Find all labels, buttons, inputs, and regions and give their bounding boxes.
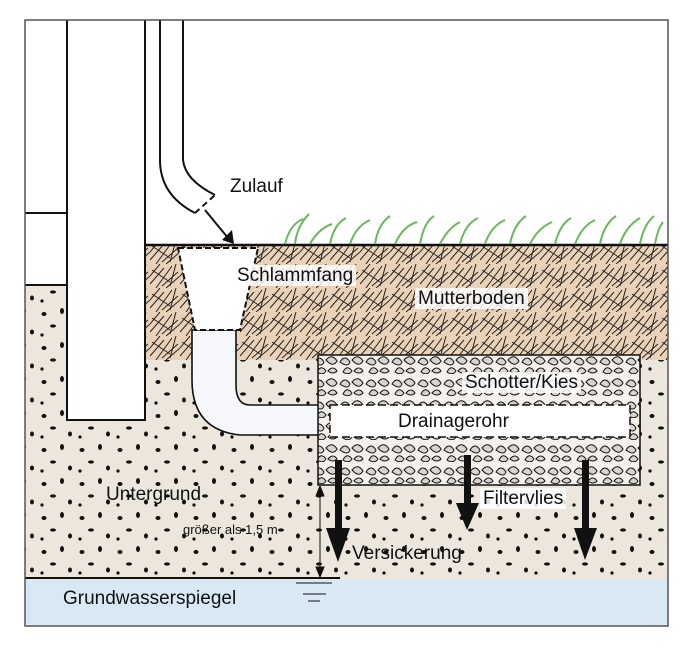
label-inlet: Zulauf xyxy=(230,176,283,197)
label-subsoil: Untergrund xyxy=(106,484,202,505)
inlet-pipe xyxy=(159,20,216,214)
inlet-arrow xyxy=(204,209,229,239)
label-gravel: Schotter/Kies xyxy=(462,372,581,393)
label-infiltration: Versickerung xyxy=(352,543,462,564)
frame xyxy=(24,19,669,627)
water-level-symbol xyxy=(296,582,332,602)
label-groundwater: Grundwasserspiegel xyxy=(63,588,237,609)
label-drain-pipe: Drainagerohr xyxy=(398,411,509,432)
drain-pipe xyxy=(329,404,631,438)
label-topsoil: Mutterboden xyxy=(415,288,528,309)
distance-marker xyxy=(315,484,325,579)
infiltration-arrows xyxy=(326,455,597,562)
grass xyxy=(284,213,664,245)
label-distance: größer als 1,5 m xyxy=(183,522,278,537)
label-sludge-trap: Schlammfang xyxy=(234,265,357,286)
label-filter-fleece: Filtervlies xyxy=(480,488,567,509)
groundwater-layer xyxy=(25,580,668,626)
building-wall xyxy=(25,20,145,420)
